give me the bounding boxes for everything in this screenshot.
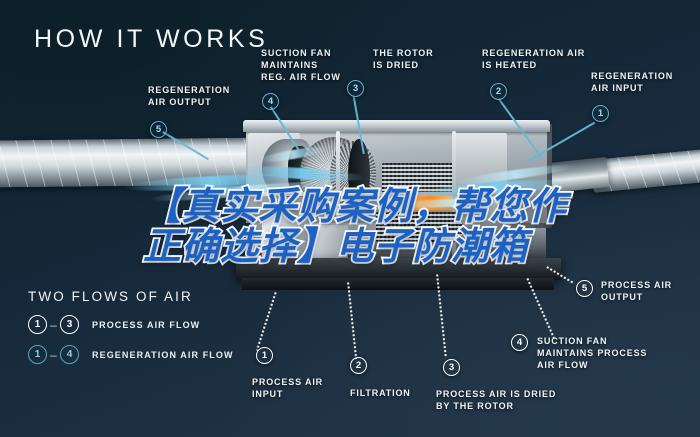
legend-marker-from[interactable]: 1 [28,345,47,364]
legend-marker-to[interactable]: 3 [60,315,79,334]
legend-dash: – [50,347,57,362]
overlay-line-1: 【真实采购案例，帮您作 [141,184,568,228]
callout-line: AIR INPUT [591,82,644,93]
marker-bottom-1[interactable]: 1 [256,347,273,364]
callout-label-rotor-dried: THE ROTOR IS DRIED [373,48,434,72]
marker-top-4[interactable]: 4 [262,93,279,110]
callout-label-suction-fan-process: SUCTION FAN MAINTAINS PROCESS AIR FLOW [537,336,647,372]
legend-row-process-air-flow: 1 – 3 PROCESS AIR FLOW [28,315,234,334]
marker-right-5[interactable]: 5 [576,280,593,297]
legend-dash: – [50,317,57,332]
internal-duct-center [310,225,348,261]
callout-label-process-air-input: PROCESS AIR INPUT [252,377,323,401]
internal-duct-left [262,215,308,259]
legend-label: PROCESS AIR FLOW [92,319,201,330]
callout-line: THE ROTOR [373,48,434,58]
marker-bottom-4[interactable]: 4 [511,334,528,351]
callout-line: REGENERATION [591,71,674,81]
callout-line: REGENERATION AIR [482,48,586,58]
callout-line: BY THE ROTOR [436,400,514,411]
callout-line: IS DRIED [373,59,419,70]
callout-line: MAINTAINS [261,59,318,70]
callout-label-suction-fan-reg: SUCTION FAN MAINTAINS REG. AIR FLOW [261,48,341,84]
callout-line: MAINTAINS PROCESS [537,347,648,358]
callout-label-filtration: FILTRATION [350,388,411,400]
callout-label-regeneration-heated: REGENERATION AIR IS HEATED [482,48,585,72]
overlay-line-2: 正确选择】电子防潮箱 [141,224,529,269]
chinese-overlay-headline: 【真实采购案例，帮您作 正确选择】电子防潮箱 [141,184,635,269]
callout-line: PROCESS AIR [601,280,673,290]
callout-line: REGENERATION [148,85,231,95]
callout-label-regeneration-air-output: REGENERATION AIR OUTPUT [148,85,230,109]
legend-label: REGENERATION AIR FLOW [92,349,234,360]
callout-line: AIR FLOW [537,359,589,370]
marker-top-3[interactable]: 3 [347,80,364,97]
callout-line: FILTRATION [350,388,411,398]
callout-line: INPUT [252,388,284,399]
marker-bottom-3[interactable]: 3 [443,359,460,376]
callout-line: IS HEATED [482,59,537,70]
legend-heading: TWO FLOWS OF AIR [28,289,193,304]
cabinet-top-panel [243,120,550,132]
callout-label-regeneration-air-input: REGENERATION AIR INPUT [591,71,673,95]
cabinet-base [236,258,561,280]
callout-line: REG. AIR FLOW [261,71,341,82]
callout-label-process-air-dried: PROCESS AIR IS DRIED BY THE ROTOR [436,389,556,413]
rotor-shadow [348,139,370,209]
callout-line: PROCESS AIR [252,377,324,387]
filter-lower [376,212,462,242]
page-title: HOW IT WORKS [34,25,269,53]
legend-marker-from[interactable]: 1 [28,315,47,334]
callout-line: SUCTION FAN [537,336,608,346]
marker-top-5[interactable]: 5 [150,121,167,138]
marker-top-2[interactable]: 2 [490,83,507,100]
callout-line: SUCTION FAN [261,48,332,58]
callout-line: PROCESS AIR IS DRIED [436,389,557,399]
callout-line: AIR OUTPUT [148,96,212,107]
callout-label-process-air-output: PROCESS AIR OUTPUT [601,280,672,304]
callout-line: OUTPUT [601,291,644,302]
marker-bottom-2[interactable]: 2 [350,357,367,374]
frame-shelf [246,192,546,196]
marker-top-1[interactable]: 1 [592,105,609,122]
legend-marker-to[interactable]: 4 [60,345,79,364]
legend-row-regeneration-air-flow: 1 – 4 REGENERATION AIR FLOW [28,345,234,364]
cabinet-plinth [242,278,554,290]
legend: TWO FLOWS OF AIR 1 – 3 PROCESS AIR FLOW … [28,289,234,375]
